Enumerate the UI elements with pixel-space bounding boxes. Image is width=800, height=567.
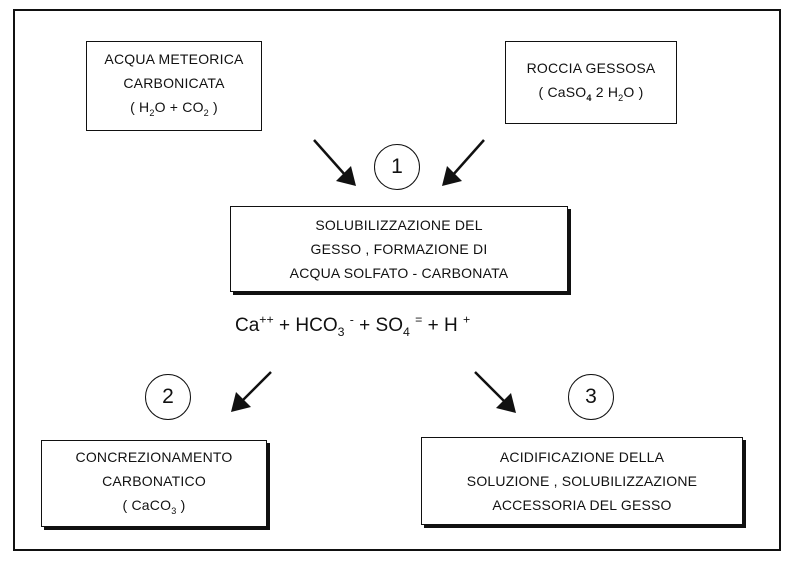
- concretion-line2: CARBONATICO: [102, 472, 206, 489]
- solubilization-box: SOLUBILIZZAZIONE DEL GESSO , FORMAZIONE …: [230, 206, 568, 292]
- arrow-rain-to-solubilization: [313, 139, 356, 186]
- step-3-circle: 3: [568, 374, 614, 420]
- arrow-gypsum-to-solubilization: [442, 139, 485, 186]
- rain-water-formula: ( H2O + CO2 ): [130, 99, 218, 118]
- reaction-formula: Ca++ + HCO3 - + SO4 = + H +: [235, 313, 565, 339]
- step-2-label: 2: [162, 385, 174, 408]
- rain-water-box: ACQUA METEORICA CARBONICATA ( H2O + CO2 …: [86, 41, 262, 131]
- step-2-circle: 2: [145, 374, 191, 420]
- step-3-label: 3: [585, 385, 597, 408]
- arrow-to-acidification: [474, 371, 516, 413]
- arrow-to-concretion: [231, 371, 272, 412]
- solubilization-line2: GESSO , FORMAZIONE DI: [310, 241, 488, 257]
- solubilization-line3: ACQUA SOLFATO - CARBONATA: [289, 265, 509, 281]
- step-1-label: 1: [391, 155, 403, 178]
- gypsum-rock-line1: ROCCIA GESSOSA: [526, 59, 656, 76]
- acidification-line3: ACCESSORIA DEL GESSO: [492, 497, 672, 513]
- calcium-ion: Ca++: [235, 313, 274, 337]
- acidification-line1: ACIDIFICAZIONE DELLA: [499, 449, 665, 465]
- concretion-line1: CONCREZIONAMENTO: [75, 448, 233, 465]
- sulfate-ion: + SO4 =: [359, 313, 423, 340]
- gypsum-rock-box: ROCCIA GESSOSA ( CaSO4 2 H2O ): [505, 41, 677, 124]
- concretion-box: CONCREZIONAMENTO CARBONATICO ( CaCO3 ): [41, 440, 267, 527]
- solubilization-line1: SOLUBILIZZAZIONE DEL: [315, 217, 483, 233]
- gypsum-rock-formula: ( CaSO4 2 H2O ): [538, 83, 644, 103]
- step-1-circle: 1: [374, 144, 420, 190]
- rain-water-line1: ACQUA METEORICA: [104, 51, 244, 68]
- bicarbonate-ion: + HCO3 -: [279, 313, 354, 340]
- rain-water-line2: CARBONICATA: [123, 75, 225, 92]
- diagram-frame: [13, 9, 781, 551]
- concretion-formula: ( CaCO3 ): [122, 496, 186, 516]
- hydrogen-ion: + H +: [427, 313, 471, 337]
- acidification-line2: SOLUZIONE , SOLUBILIZZAZIONE: [466, 473, 698, 489]
- acidification-box: ACIDIFICAZIONE DELLA SOLUZIONE , SOLUBIL…: [421, 437, 743, 525]
